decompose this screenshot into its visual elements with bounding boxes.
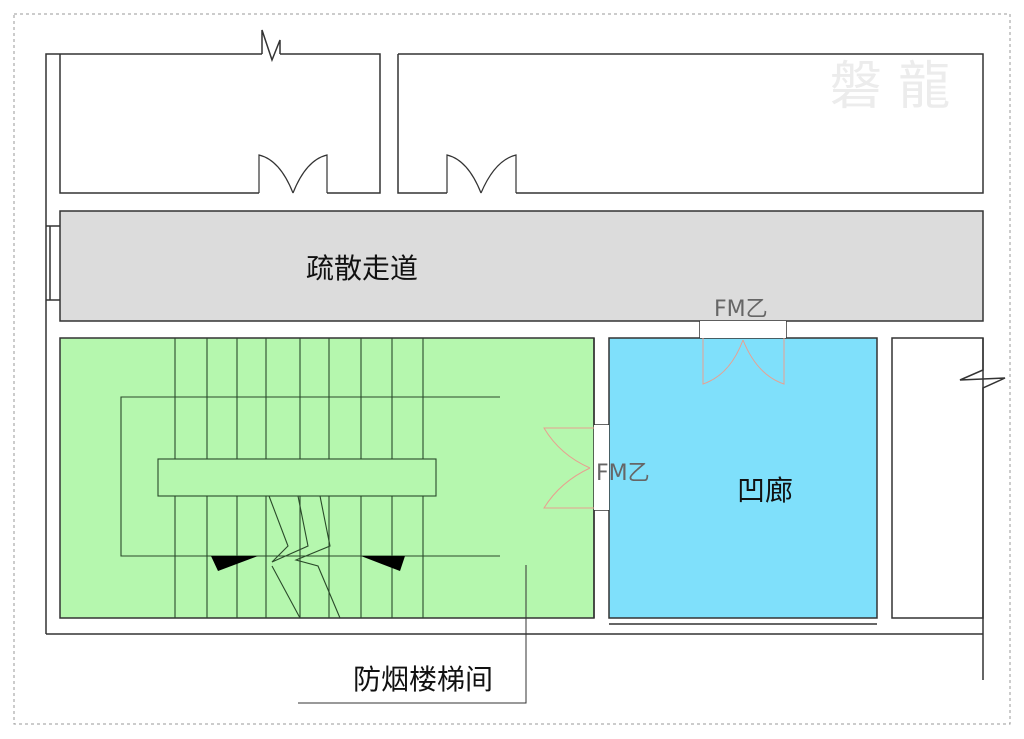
stairwell-area	[59, 337, 595, 619]
arrow-down-left-icon	[211, 556, 258, 571]
door-gap-side	[594, 425, 609, 510]
stair-treads	[120, 338, 500, 619]
recess-area	[608, 337, 878, 619]
door-side-label: FM乙	[596, 461, 650, 486]
corridor-area	[59, 210, 984, 322]
arrow-down-right-icon	[361, 556, 405, 571]
frame-border	[13, 13, 1011, 725]
walls	[45, 29, 1006, 680]
stairwell-label: 防烟楼梯间	[353, 663, 493, 696]
room-doors	[258, 154, 517, 194]
recess-label: 凹廊	[737, 474, 793, 507]
door-top-label: FM乙	[714, 297, 768, 322]
door-gap-top	[700, 321, 786, 338]
fire-door-swings	[543, 338, 785, 509]
corridor-label: 疏散走道	[306, 252, 418, 285]
leader-line	[298, 565, 527, 704]
watermark-logo: 磐 龍	[830, 57, 951, 117]
